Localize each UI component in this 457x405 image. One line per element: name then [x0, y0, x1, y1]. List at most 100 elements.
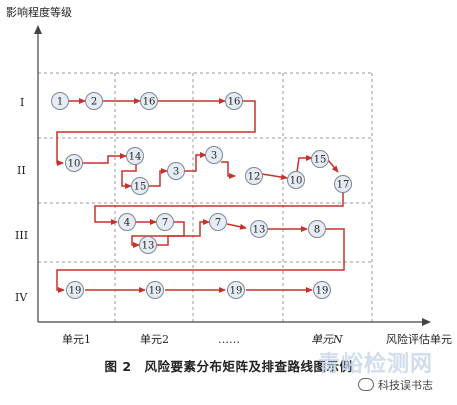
risk-node: 4: [118, 213, 136, 231]
risk-node: 16: [140, 92, 158, 110]
risk-node-label: 17: [337, 180, 350, 191]
risk-node-circle: [205, 146, 223, 164]
risk-node-label: 2: [91, 97, 97, 108]
risk-node: 7: [209, 213, 227, 231]
route-seg: [56, 100, 256, 166]
risk-node-circle: [146, 281, 164, 299]
risk-node-label: 7: [162, 218, 168, 229]
risk-node-label: 7: [215, 218, 221, 229]
route-seg: [157, 219, 210, 246]
risk-node: 12: [245, 167, 263, 185]
risk-node-circle: [118, 213, 136, 231]
risk-node-label: 19: [316, 286, 329, 297]
column-label-4: 单元N: [311, 333, 343, 346]
risk-node: 3: [205, 146, 223, 164]
risk-node-circle: [287, 171, 305, 189]
risk-node: 15: [311, 150, 329, 168]
risk-node: 7: [156, 213, 174, 231]
risk-node-circle: [139, 236, 157, 254]
route-seg: [94, 192, 344, 225]
risk-node-label: 19: [230, 286, 243, 297]
risk-node-label: 19: [149, 286, 162, 297]
risk-node-label: 15: [134, 182, 147, 193]
row-label-3: III: [15, 229, 28, 242]
route-seg: [296, 155, 313, 173]
row-label-4: IV: [15, 291, 28, 304]
risk-node: 15: [131, 177, 149, 195]
route-seg: [261, 173, 288, 181]
risk-node: 19: [227, 281, 245, 299]
column-label-3: ……: [218, 333, 240, 346]
risk-node-circle: [131, 177, 149, 195]
route-seg: [121, 164, 137, 189]
figure-caption: 图 2 风险要素分布矩阵及排查路线图示例: [104, 359, 353, 374]
risk-node-circle: [167, 162, 185, 180]
grid-lines: [38, 72, 373, 322]
risk-node-circle: [51, 92, 69, 110]
row-label-2: II: [17, 164, 26, 177]
route-seg: [149, 168, 168, 187]
watermark: 青峪检测网: [318, 352, 434, 377]
risk-node-label: 10: [68, 159, 81, 170]
inspection-route: [56, 98, 345, 293]
route-seg: [327, 159, 339, 173]
route-seg: [226, 223, 247, 230]
risk-node: 8: [308, 220, 326, 238]
x-axis-label: 风险评估单元: [386, 332, 452, 346]
risk-node-circle: [313, 281, 331, 299]
risk-node-circle: [250, 220, 268, 238]
risk-node: 13: [139, 236, 157, 254]
route-seg: [184, 152, 207, 172]
risk-node-label: 12: [248, 172, 261, 183]
risk-node-label: 13: [253, 225, 266, 236]
risk-node-label: 8: [314, 225, 320, 236]
risk-node-label: 3: [211, 151, 217, 162]
risk-node: 1: [51, 92, 69, 110]
risk-node: 19: [146, 281, 164, 299]
risk-node-circle: [156, 213, 174, 231]
risk-node-label: 10: [290, 176, 303, 187]
risk-node-label: 1: [57, 97, 63, 108]
risk-node-label: 4: [124, 218, 130, 229]
risk-node: 10: [287, 171, 305, 189]
risk-node-label: 14: [129, 152, 142, 163]
risk-node-circle: [225, 92, 243, 110]
y-axis-label: 影响程度等级: [6, 5, 72, 19]
risk-node-label: 19: [69, 286, 82, 297]
risk-node-label: 3: [173, 167, 179, 178]
risk-node: 17: [334, 175, 352, 193]
risk-node: 3: [167, 162, 185, 180]
route-seg: [56, 228, 345, 293]
route-seg: [83, 153, 127, 164]
column-label-2: 单元2: [140, 333, 169, 346]
risk-node-circle: [126, 147, 144, 165]
risk-node-circle: [311, 150, 329, 168]
wechat-account-name: 科技误书志: [378, 379, 433, 392]
risk-node-circle: [140, 92, 158, 110]
risk-node-circle: [66, 281, 84, 299]
risk-node: 10: [65, 154, 83, 172]
risk-node-circle: [209, 213, 227, 231]
risk-node-label: 16: [143, 97, 156, 108]
risk-node: 19: [66, 281, 84, 299]
risk-node-circle: [65, 154, 83, 172]
route-seg: [131, 221, 185, 248]
risk-node: 2: [85, 92, 103, 110]
route-seg: [221, 161, 236, 179]
risk-node-circle: [245, 167, 263, 185]
risk-node-circle: [227, 281, 245, 299]
risk-node-label: 16: [228, 97, 241, 108]
column-label-1: 单元1: [62, 333, 91, 346]
wechat-source: 科技误书志: [358, 377, 433, 393]
wechat-icon: [358, 378, 374, 391]
risk-node-label: 13: [142, 241, 155, 252]
risk-node-circle: [308, 220, 326, 238]
risk-node: 16: [225, 92, 243, 110]
risk-node-label: 15: [314, 155, 327, 166]
risk-node: 14: [126, 147, 144, 165]
risk-node: 19: [313, 281, 331, 299]
row-label-1: I: [20, 96, 24, 109]
